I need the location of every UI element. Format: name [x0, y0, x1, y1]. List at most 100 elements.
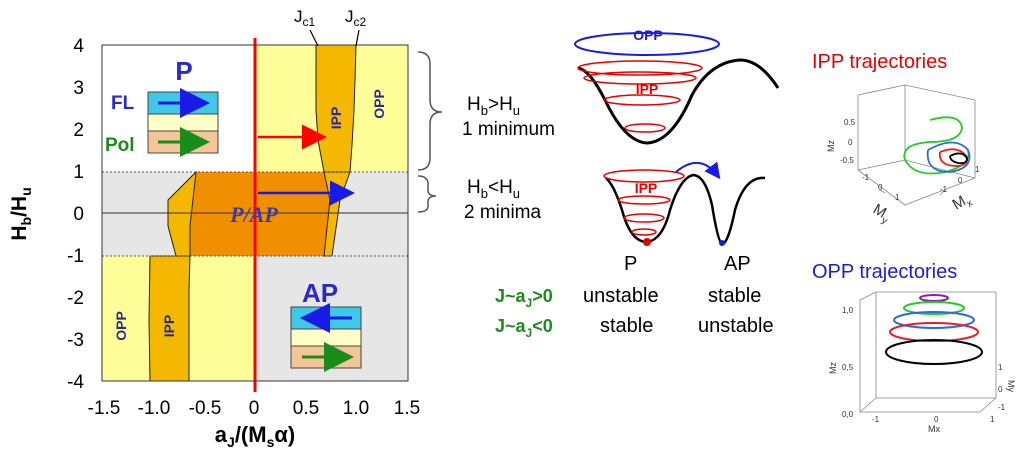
- single-well: OPP IPP: [574, 27, 780, 145]
- x-tick-label: 1.0: [343, 398, 369, 419]
- row1-condition: J~aJ>0: [495, 286, 553, 310]
- label-ipp-lower: IPP: [161, 315, 177, 338]
- ipp-y-label: My: [869, 201, 894, 227]
- state-p-label: P: [175, 56, 192, 86]
- row2-condition: J~aJ<0: [495, 316, 553, 340]
- opp-trajectory-purple: [919, 294, 949, 302]
- svg-text:1: 1: [998, 363, 1003, 372]
- ipp-ticks: 0.5 0 -0.5 -1 0 1 1 0 -1: [840, 118, 980, 202]
- case1-line2: 1 minimum: [462, 119, 555, 140]
- energy-landscape-section: Hb>Hu 1 minimum Hb<Hu 2 minima OPP IPP I…: [462, 27, 780, 340]
- ipp-plot: [857, 84, 976, 206]
- jc2-pointer: [355, 29, 360, 47]
- opp-y-label: My: [1006, 380, 1016, 392]
- svg-text:1: 1: [975, 165, 980, 174]
- ap-minimum-dot: [719, 240, 725, 246]
- label-ipp-upper: IPP: [328, 107, 344, 130]
- jc2-label: Jc2: [345, 7, 367, 29]
- svg-text:0: 0: [934, 415, 939, 424]
- ipp-trajectory-blue: [926, 141, 971, 173]
- row1-ap: stable: [708, 285, 761, 307]
- well-opp-label: OPP: [633, 27, 663, 43]
- label-p-ap: P/AP: [229, 202, 278, 227]
- svg-text:1: 1: [990, 415, 995, 424]
- well-ipp-label: IPP: [636, 81, 659, 97]
- opp-trajectory-red: [889, 322, 979, 342]
- y-tick-label: 4: [73, 36, 84, 57]
- ipp-trajectory-curves: [903, 116, 971, 175]
- p-label: P: [624, 253, 637, 275]
- svg-text:0: 0: [998, 385, 1003, 394]
- ipp-trajectory-black: [949, 152, 968, 165]
- opp-x-label: Mx: [928, 424, 940, 434]
- y-tick-label: 3: [73, 78, 84, 99]
- jc1-pointer: [309, 29, 319, 47]
- x-tick-label: 1.5: [394, 398, 420, 419]
- pol-label: Pol: [105, 135, 135, 156]
- ipp-trajectories-title: IPP trajectories: [812, 51, 947, 73]
- svg-text:0: 0: [878, 183, 883, 192]
- svg-text:1: 1: [895, 193, 900, 202]
- svg-text:-1: -1: [998, 403, 1006, 412]
- y-tick-label: 1: [73, 162, 84, 183]
- double-well: IPP: [603, 161, 766, 246]
- brace-lower: [417, 175, 437, 213]
- opp-orbit: [574, 32, 720, 56]
- fl-label: FL: [111, 93, 135, 114]
- switch-arrow: [675, 161, 721, 180]
- y-ticks: 4 3 2 1 0 -1 -2 -3 -4: [67, 36, 84, 393]
- svg-text:-1: -1: [862, 173, 870, 182]
- opp-plot: [859, 291, 997, 413]
- label-opp-upper: OPP: [371, 89, 387, 119]
- double-well-curve: [605, 173, 766, 246]
- y-tick-label: -4: [67, 372, 84, 393]
- x-tick-label: -1.5: [88, 398, 121, 419]
- svg-text:-0.5: -0.5: [840, 156, 854, 165]
- case2-line1: Hb<Hu: [467, 177, 520, 201]
- x-axis-label: aJ/(Msα): [215, 422, 295, 450]
- x-tick-label: 0: [249, 398, 260, 419]
- x-tick-label: 0.5: [293, 398, 319, 419]
- region-ipp-lower: [148, 255, 191, 382]
- well2-ipp-label: IPP: [635, 180, 658, 196]
- svg-text:0.5: 0.5: [844, 118, 856, 127]
- svg-text:0: 0: [848, 138, 853, 147]
- y-tick-label: -3: [67, 330, 84, 351]
- opp-trajectory-curves: [885, 294, 983, 365]
- ipp-x-label: Mx: [950, 190, 975, 216]
- x-tick-label: -1.0: [138, 398, 171, 419]
- row2-p: stable: [600, 315, 653, 337]
- y-tick-label: -2: [67, 288, 84, 309]
- jc1-label: Jc1: [294, 7, 316, 29]
- ap-label: AP: [724, 253, 751, 275]
- braces: [417, 51, 443, 213]
- p-minimum-dot: [643, 238, 651, 246]
- trajectories-section: IPP trajectories 0.5 0 -0.5 -1 0 1 1 0 -…: [812, 51, 1016, 434]
- svg-text:0,5: 0,5: [842, 363, 854, 372]
- y-tick-label: 0: [73, 204, 84, 225]
- case1-line1: Hb>Hu: [467, 94, 520, 118]
- state-ap-label: AP: [302, 278, 338, 308]
- svg-text:0: 0: [958, 176, 963, 185]
- svg-text:-1: -1: [940, 185, 948, 194]
- svg-text:-1: -1: [872, 415, 880, 424]
- case2-line2: 2 minima: [464, 202, 542, 223]
- plot-frame: [101, 44, 409, 382]
- p-stack: [147, 88, 219, 157]
- phase-diagram: 4 3 2 1 0 -1 -2 -3 -4 -1.5 -1.0 -0.5 0 0…: [8, 7, 420, 450]
- row1-p: unstable: [583, 285, 659, 307]
- label-opp-lower: OPP: [113, 311, 129, 341]
- ap-stack: [290, 303, 362, 372]
- ipp-trajectory-green: [903, 116, 970, 175]
- svg-text:1,0: 1,0: [842, 306, 854, 315]
- x-ticks: -1.5 -1.0 -0.5 0 0.5 1.0 1.5: [88, 398, 421, 419]
- y-tick-label: 2: [73, 120, 84, 141]
- ipp-trajectory-red: [938, 148, 968, 167]
- opp-z-label: Mz: [828, 362, 838, 374]
- svg-text:0,0: 0,0: [842, 410, 854, 419]
- opp-ticks: 1,0 0,5 0,0 -1 0 1 1 0 -1: [842, 306, 1006, 424]
- row2-ap: unstable: [698, 315, 774, 337]
- ipp-z-label: Mz: [826, 140, 836, 152]
- y-axis-label: Hb/Hu: [8, 187, 34, 240]
- x-tick-label: -0.5: [189, 398, 222, 419]
